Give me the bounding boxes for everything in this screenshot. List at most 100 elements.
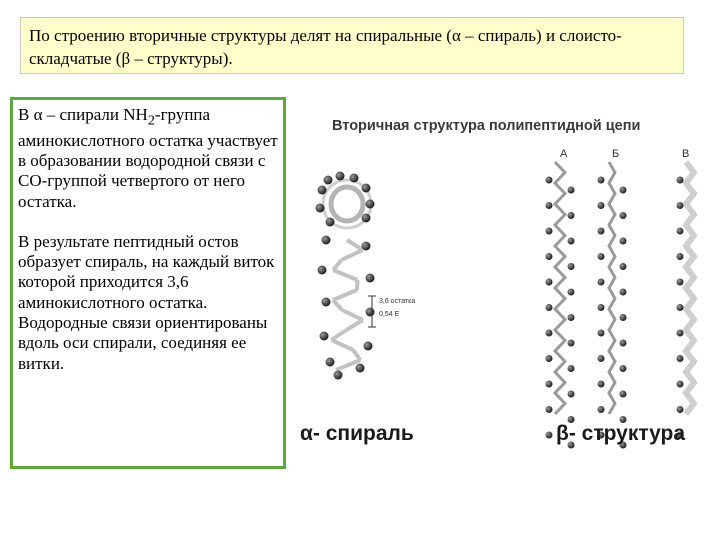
strand-atom <box>597 202 605 209</box>
helix-atom <box>361 213 371 223</box>
helix-atom <box>317 185 327 195</box>
strand-atom <box>545 329 553 337</box>
strand-atom <box>676 304 684 311</box>
beta-strand-a <box>545 160 575 449</box>
strand-atom <box>676 329 684 337</box>
strand-atom <box>567 186 575 194</box>
strand-atom <box>567 288 575 296</box>
strand-atom <box>567 416 575 423</box>
p1-text-a: В α – спирали NH <box>18 105 148 124</box>
helix-note-residues: 3,6 остатка <box>379 298 416 305</box>
helix-backbone <box>341 308 364 322</box>
strand-atom <box>567 314 575 321</box>
strand-atom <box>567 339 575 347</box>
strand-atom <box>619 339 627 347</box>
helix-backbone <box>335 358 362 372</box>
strand-atom <box>567 365 575 372</box>
strand-atom <box>619 441 627 449</box>
column-label-c: В <box>682 148 690 160</box>
strand-atom <box>597 227 605 235</box>
helix-backbone <box>332 268 359 282</box>
helix-atom <box>323 175 333 185</box>
paragraph-helix-turn: В результате пептидный остов образует сп… <box>18 231 275 373</box>
helix-backbone <box>340 248 364 262</box>
helix-side-atom <box>319 331 329 341</box>
column-label-b: Б <box>612 148 620 160</box>
helix-atom <box>315 203 325 213</box>
strand-atom <box>597 380 605 388</box>
helix-backbone <box>331 258 343 272</box>
p1-subscript: 2 <box>147 112 155 129</box>
helix-atom <box>325 217 335 227</box>
description-box: В α – спирали NH2-группа аминокислотного… <box>10 97 286 469</box>
strand-atom <box>597 278 605 286</box>
helix-backbone <box>354 279 360 291</box>
caption-beta-structure: β- структура <box>556 422 686 445</box>
strand-atom <box>676 278 684 286</box>
figure-title: Вторичная структура полипептидной цепи <box>332 118 641 134</box>
strand-atom <box>619 365 627 372</box>
helix-backbone <box>332 288 358 302</box>
strand-atom <box>597 253 605 260</box>
header-box: По строению вторичные структуры делят на… <box>20 17 684 74</box>
strand-atom <box>597 355 605 362</box>
helix-atom <box>365 199 375 209</box>
strand-atom <box>597 431 605 439</box>
strand-atom <box>545 202 553 209</box>
strand-atom <box>545 355 553 362</box>
strand-atom <box>545 380 553 388</box>
strand-backbone <box>607 161 617 415</box>
strand-atom <box>676 227 684 235</box>
paragraph-alpha-hbond: В α – спирали NH2-группа аминокислотного… <box>18 105 278 212</box>
strand-atom <box>545 431 553 439</box>
header-text: По строению вторичные структуры делят на… <box>29 26 622 68</box>
helix-side-atom <box>317 265 327 275</box>
strand-atom <box>619 212 627 219</box>
helix-side-atom <box>365 307 375 317</box>
strand-atom <box>619 263 627 270</box>
helix-atom <box>361 183 371 193</box>
strand-atom <box>567 390 575 398</box>
strand-atom <box>676 355 684 362</box>
helix-side-atom <box>365 273 375 283</box>
helix-side-atom <box>363 341 373 351</box>
strand-atom <box>567 441 575 449</box>
strand-atom <box>545 253 553 260</box>
strand-atom <box>567 212 575 219</box>
caption-alpha-helix: α- спираль <box>300 422 414 445</box>
strand-atom <box>545 406 553 413</box>
turn-bracket <box>368 295 376 328</box>
column-label-a: А <box>560 148 568 160</box>
helix-backbone <box>330 328 348 342</box>
helix-top-ring <box>328 184 366 224</box>
helix-backbone <box>345 238 364 252</box>
p1-text-b: -группа аминокислотного остатка участвуе… <box>18 105 278 211</box>
strand-atom <box>567 237 575 245</box>
structure-drawing <box>315 160 698 449</box>
strand-atom <box>619 416 627 423</box>
beta-strand-b <box>597 161 627 449</box>
strand-atom <box>676 431 684 439</box>
secondary-structure-figure: Вторичная структура полипептидной цепи А… <box>290 100 710 470</box>
helix-side-atom <box>321 235 331 245</box>
strand-backbone <box>682 160 698 416</box>
strand-atom <box>676 176 684 184</box>
helix-side-atom <box>321 297 331 307</box>
strand-atom <box>676 380 684 388</box>
strand-atom <box>619 237 627 245</box>
beta-strand-c <box>676 160 698 439</box>
strand-atom <box>676 406 684 413</box>
helix-side-atom <box>333 370 343 380</box>
helix-atom <box>335 171 345 181</box>
strand-atom <box>619 390 627 398</box>
strand-atom <box>597 176 605 184</box>
strand-atom <box>567 263 575 270</box>
strand-atom <box>597 304 605 311</box>
strand-atom <box>619 186 627 194</box>
strand-atom <box>545 278 553 286</box>
helix-atom <box>349 173 359 183</box>
helix-backbone <box>345 318 364 332</box>
strand-atom <box>597 329 605 337</box>
strand-atom <box>676 202 684 209</box>
strand-atom <box>619 314 627 321</box>
